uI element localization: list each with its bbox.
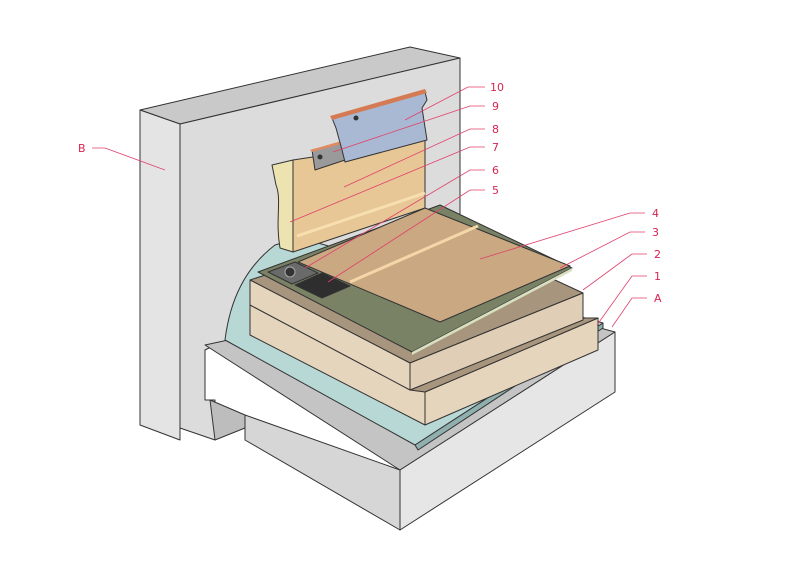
label-3: 3 (652, 226, 659, 239)
wall-recess (209, 399, 246, 441)
label-4: 4 (652, 207, 659, 220)
leader-lines (92, 86, 647, 328)
wall-side-face (139, 109, 181, 441)
leader-5 (327, 189, 485, 283)
cover-strip-5 (294, 272, 351, 299)
leader-2 (582, 253, 647, 291)
leader-10 (404, 86, 485, 121)
screw-icon (317, 154, 323, 160)
label-5: 5 (492, 184, 499, 197)
leader-b (92, 147, 166, 171)
profile-top-edge (330, 89, 427, 120)
leader-3 (559, 231, 645, 269)
label-a: A (654, 292, 662, 305)
label-8: 8 (492, 123, 499, 136)
clamp-bar-top (310, 140, 345, 152)
label-10: 10 (490, 81, 504, 94)
cover-sheet-seam (349, 224, 479, 284)
cover-sheet-4 (297, 207, 571, 323)
slab-left-face (244, 414, 401, 531)
membrane-3-edge (412, 268, 572, 355)
screw-icon (353, 115, 359, 121)
edge-strip-7 (271, 159, 294, 253)
label-b: B (78, 142, 86, 155)
upstand-seam (296, 191, 426, 238)
leader-6 (304, 169, 485, 269)
label-2: 2 (654, 248, 661, 261)
label-1: 1 (654, 270, 661, 283)
leader-a (611, 297, 647, 328)
leader-1 (596, 275, 647, 326)
leader-8 (343, 128, 485, 188)
leader-7 (289, 146, 485, 223)
label-9: 9 (492, 100, 499, 113)
leader-4 (479, 212, 645, 260)
fastener-icon (284, 266, 296, 278)
label-7: 7 (492, 141, 499, 154)
label-6: 6 (492, 164, 499, 177)
insulation-upper-right (409, 292, 584, 391)
leader-9 (332, 105, 485, 153)
